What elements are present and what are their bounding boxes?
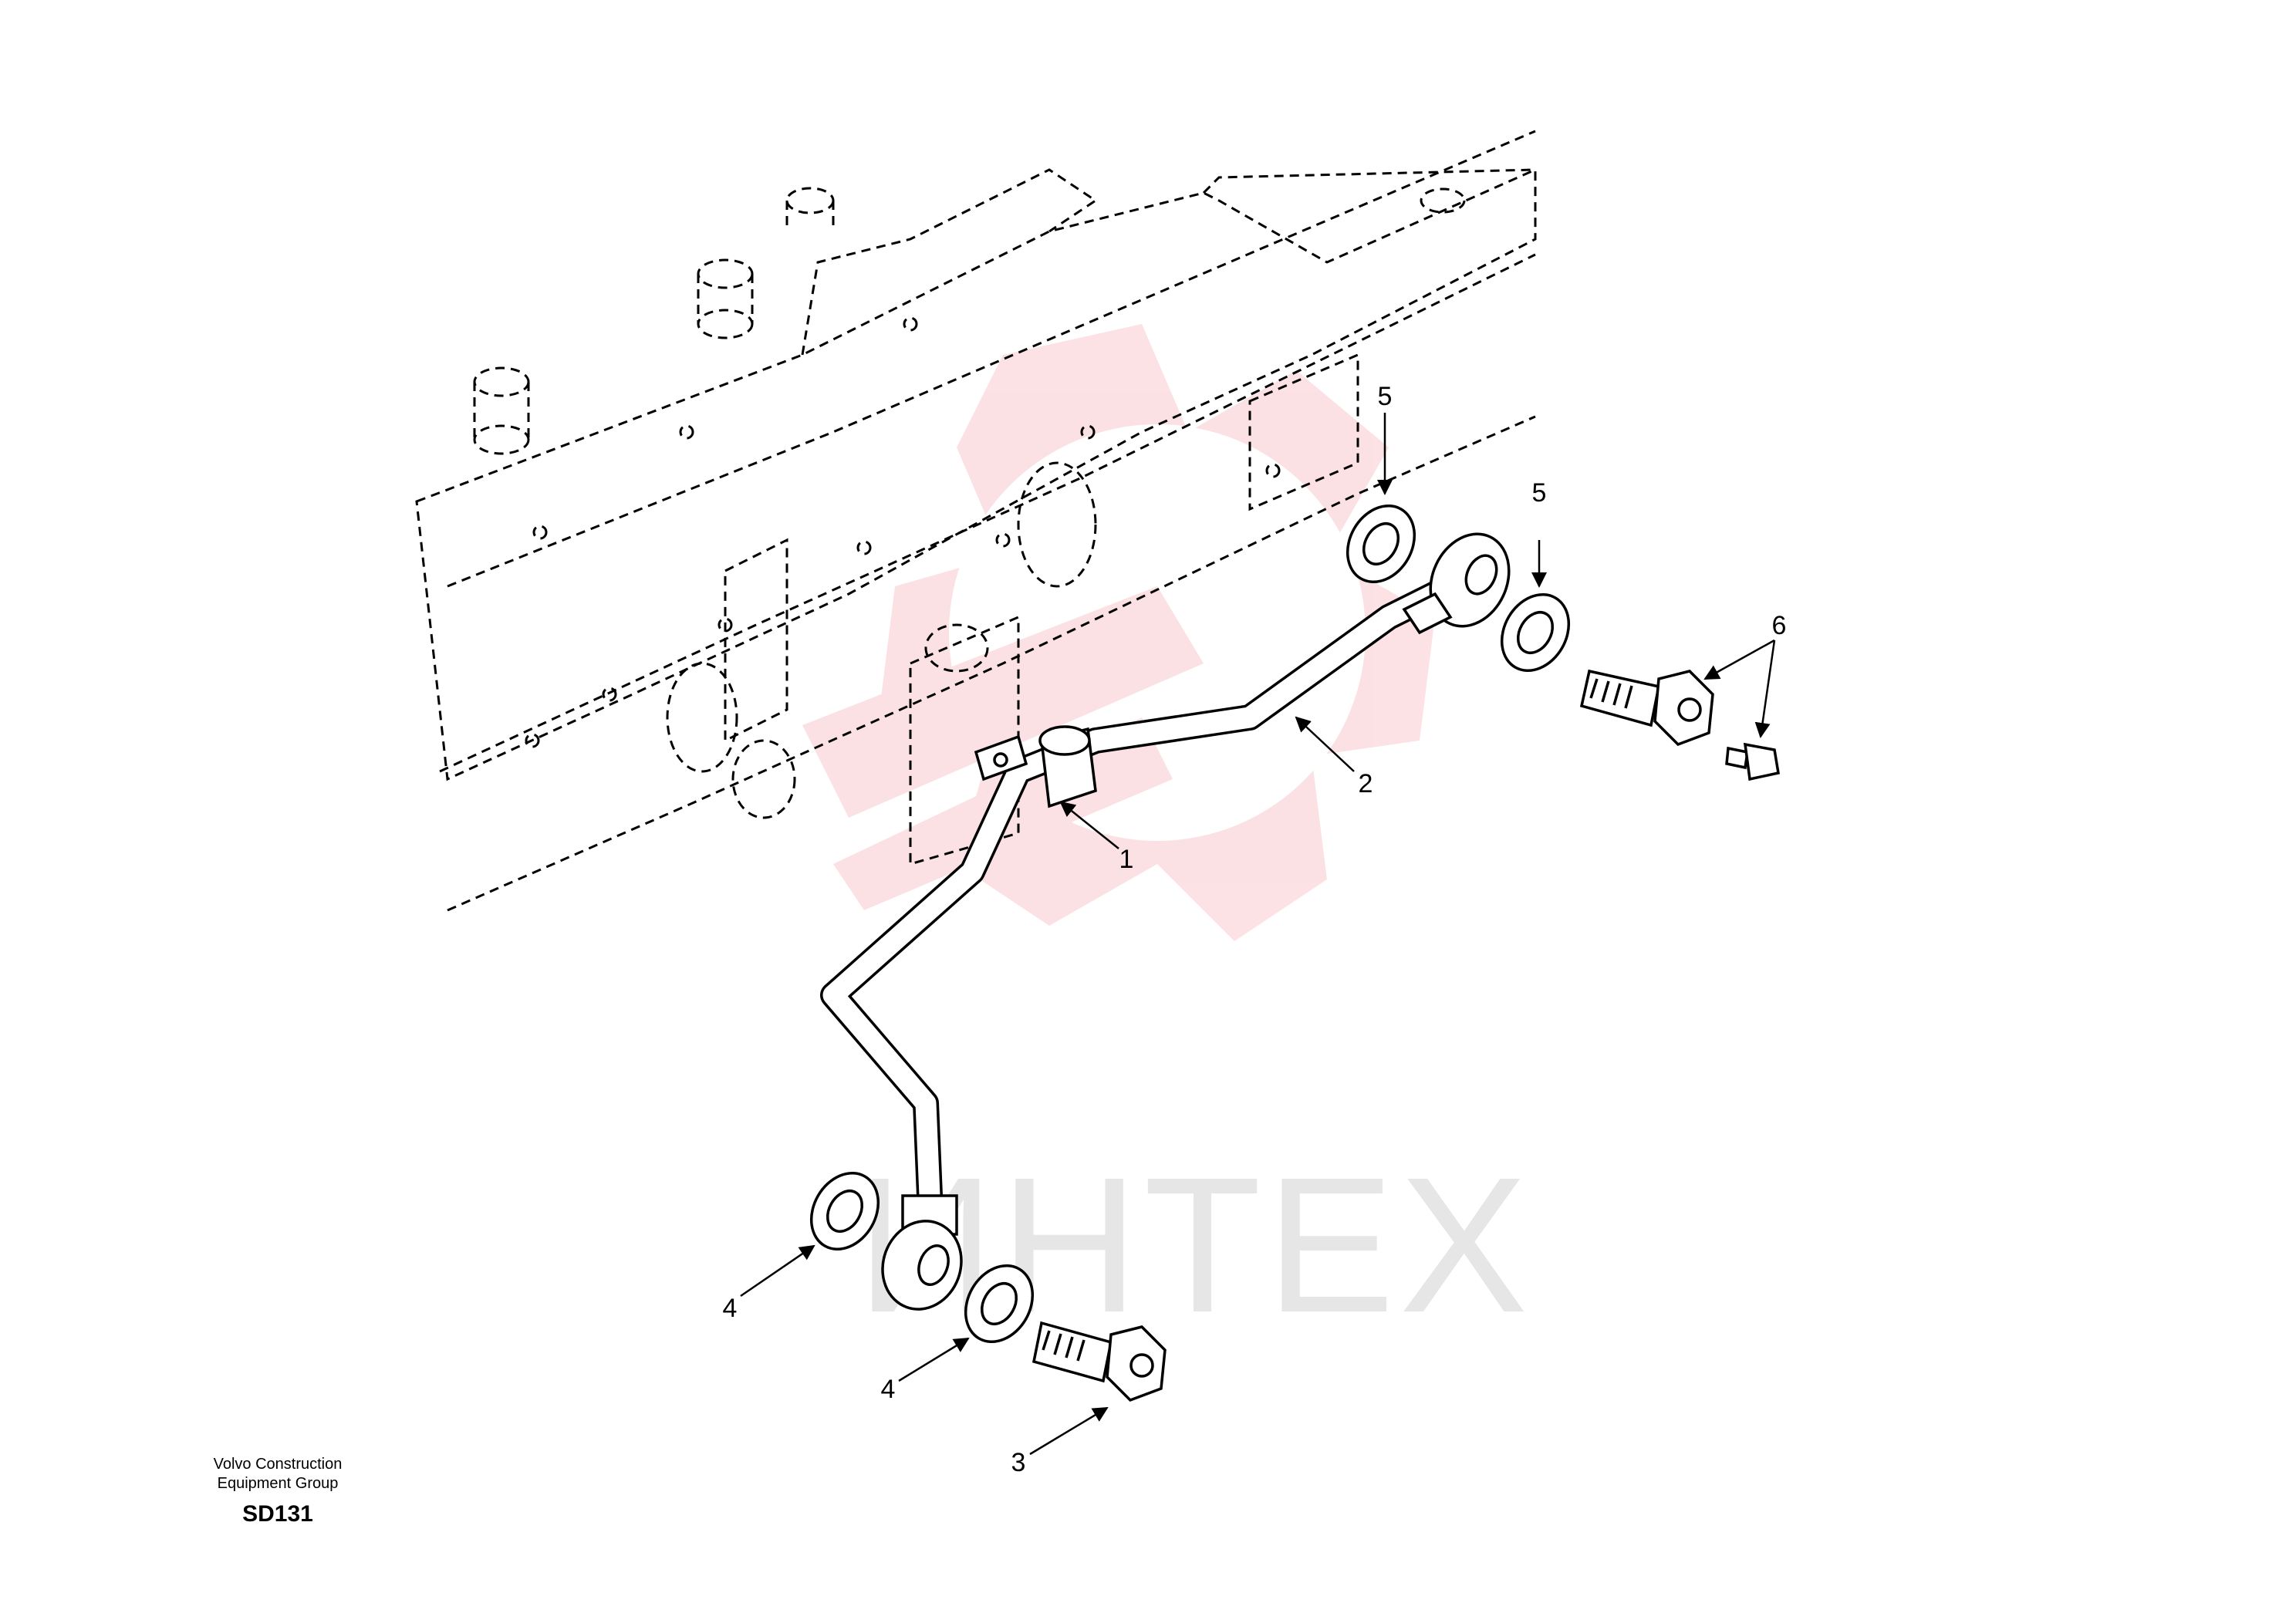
leader-2: [1295, 716, 1355, 772]
callout-4b: 4: [881, 1375, 896, 1404]
banjo-bolt-upper: [1579, 669, 1714, 747]
washer-4-left: [809, 1171, 880, 1251]
callout-3: 3: [1011, 1448, 1026, 1477]
leader-6b: [1754, 640, 1776, 738]
leader-4b: [898, 1337, 970, 1382]
leader-3: [1029, 1406, 1109, 1456]
callout-5a: 5: [1378, 382, 1393, 411]
leader-4a: [740, 1244, 815, 1298]
company-name-line-2: Equipment Group: [217, 1475, 339, 1492]
banjo-fitting-upper: [1402, 532, 1511, 635]
footer: Volvo Construction Equipment Group SD131: [147, 1455, 409, 1527]
callout-2: 2: [1359, 769, 1373, 798]
callout-5b: 5: [1532, 478, 1547, 508]
leader-6a: [1703, 639, 1775, 680]
bolt-holes: [525, 316, 1281, 748]
washer-4-right: [964, 1264, 1035, 1344]
injector-boss: [473, 366, 530, 455]
small-screw: [1725, 742, 1781, 781]
leader-1: [1059, 801, 1119, 849]
fuel-pipe: [820, 565, 1479, 1209]
injector-boss: [697, 258, 754, 339]
washer-5-upper-left: [1346, 504, 1416, 584]
banjo-bolt-lower: [1032, 1321, 1167, 1402]
diagram-code: SD131: [242, 1501, 313, 1527]
company-name-line-1: Volvo Construction: [213, 1456, 343, 1473]
callout-4a: 4: [723, 1294, 738, 1323]
engine-block-phantom: [415, 130, 1537, 912]
injector-boss: [785, 187, 835, 231]
leader-lines: [740, 413, 1776, 1456]
pipe-clamp: [974, 725, 1097, 808]
callout-labels: 1 2 3 4 4 5 5 6: [723, 382, 1787, 1477]
washer-5-upper-right: [1500, 592, 1571, 673]
callout-6: 6: [1772, 611, 1787, 640]
injector-boss: [1420, 187, 1466, 214]
callout-1: 1: [1119, 845, 1134, 874]
banjo-fitting-lower: [881, 1194, 963, 1311]
